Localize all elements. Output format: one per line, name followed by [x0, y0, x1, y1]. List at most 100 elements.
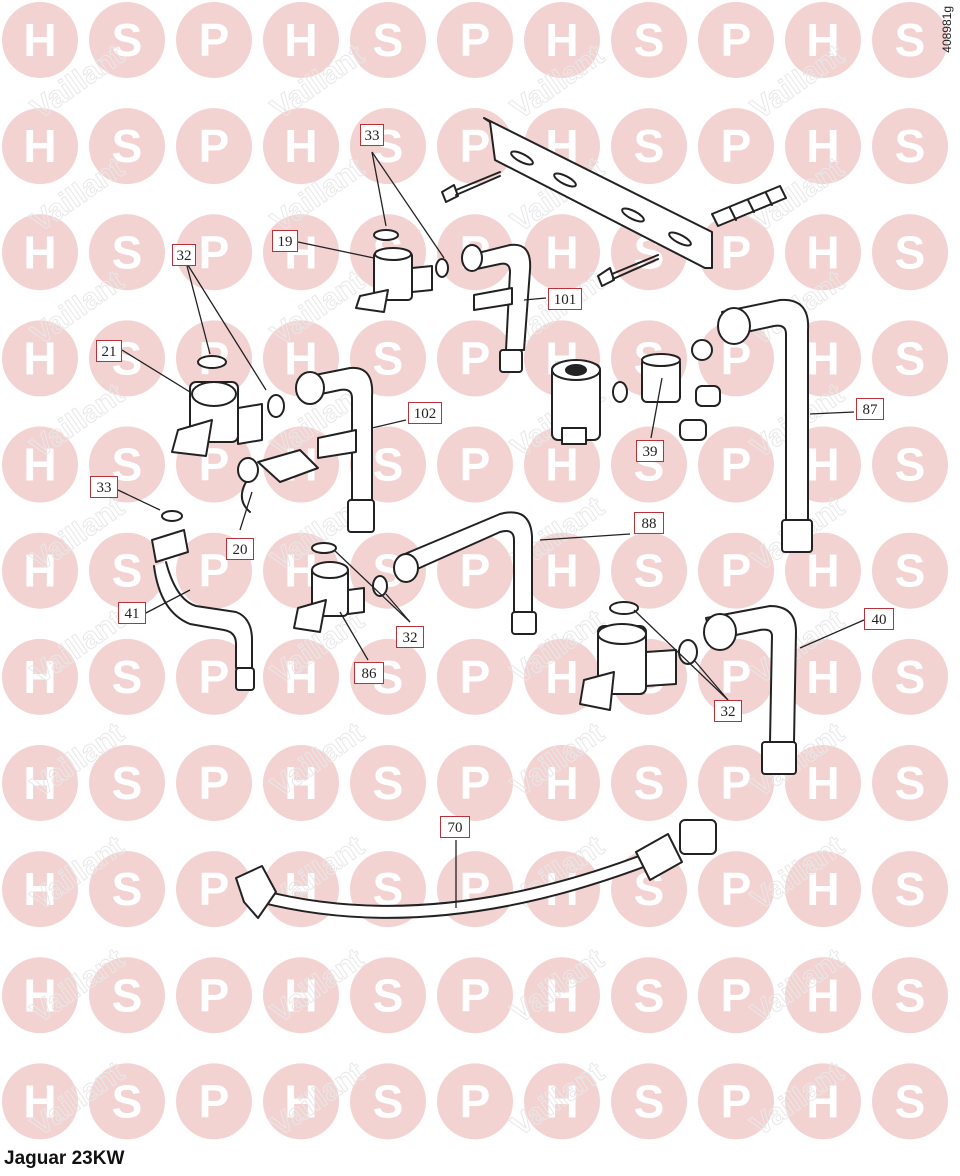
- watermark-letter: S: [112, 545, 143, 597]
- watermark-circle: [524, 532, 600, 609]
- callout-leader-lines: [117, 151, 865, 908]
- watermark-circle: [89, 532, 165, 609]
- watermark-letter: S: [634, 120, 665, 172]
- watermark-letter: H: [23, 439, 56, 491]
- watermark-letter: H: [806, 651, 839, 703]
- watermark-circle: [611, 744, 687, 821]
- watermark-circle: [437, 1063, 513, 1140]
- watermark-letter: S: [112, 969, 143, 1021]
- watermark-letter: H: [23, 226, 56, 278]
- watermark-circle: [872, 744, 948, 821]
- watermark-letter: H: [806, 226, 839, 278]
- watermark-letter: H: [545, 757, 578, 809]
- watermark-letter: H: [23, 14, 56, 66]
- watermark-letter: P: [721, 545, 752, 597]
- watermark-circle: [263, 2, 339, 78]
- callout-20[interactable]: 20: [226, 538, 254, 560]
- watermark-circle: [611, 108, 687, 185]
- callout-87[interactable]: 87: [856, 398, 884, 420]
- watermark-circle: [437, 320, 513, 397]
- watermark-letter: H: [23, 120, 56, 172]
- flexible-hose-70: [235, 819, 717, 919]
- watermark-letter: H: [806, 969, 839, 1021]
- watermark-letter: P: [460, 651, 491, 703]
- watermark-circle: [524, 426, 600, 503]
- callout-19[interactable]: 19: [272, 230, 298, 252]
- watermark-letter: P: [460, 1075, 491, 1127]
- watermark-circle: [2, 426, 78, 503]
- watermark-circle: [176, 2, 252, 78]
- watermark-letter: P: [199, 863, 230, 915]
- watermark-letter: P: [721, 651, 752, 703]
- watermark-circle: [437, 2, 513, 78]
- washer-33b: [161, 510, 183, 522]
- watermark-letter: S: [895, 757, 926, 809]
- washer-86-top: [311, 542, 337, 554]
- diagram-code-label: 408981g: [940, 6, 954, 53]
- watermark-circle: [89, 320, 165, 397]
- callout-33-left[interactable]: 33: [90, 476, 118, 498]
- watermark-letter: H: [545, 439, 578, 491]
- watermark-letter: S: [112, 14, 143, 66]
- watermark-circle: [698, 214, 774, 291]
- watermark-circle: [872, 214, 948, 291]
- watermark-letter: P: [460, 439, 491, 491]
- callout-70[interactable]: 70: [440, 816, 470, 838]
- watermark-letter: P: [721, 120, 752, 172]
- watermark-letter: P: [199, 651, 230, 703]
- watermark-letter: S: [112, 863, 143, 915]
- watermark-letter: H: [23, 757, 56, 809]
- watermark-letter: H: [23, 332, 56, 384]
- watermark-circle: [524, 2, 600, 78]
- watermark-letter: S: [373, 332, 404, 384]
- watermark-letter: P: [721, 863, 752, 915]
- caps-39: [679, 385, 721, 441]
- watermark-letter: H: [806, 332, 839, 384]
- washer-32a-side: [267, 394, 285, 418]
- pipe-41: [151, 529, 255, 691]
- watermark-circle: [2, 2, 78, 78]
- callout-39[interactable]: 39: [636, 440, 664, 462]
- watermark-letter: S: [895, 14, 926, 66]
- callout-86[interactable]: 86: [354, 662, 384, 684]
- fitting-39: [641, 353, 681, 403]
- callout-88[interactable]: 88: [634, 512, 664, 534]
- callout-40[interactable]: 40: [864, 608, 894, 630]
- watermark-letter: H: [284, 120, 317, 172]
- watermark-circle: [89, 2, 165, 78]
- watermark-circle: [176, 744, 252, 821]
- callout-102[interactable]: 102: [408, 402, 442, 424]
- watermark-circle: [263, 638, 339, 715]
- watermark-letter: P: [460, 332, 491, 384]
- callout-41[interactable]: 41: [118, 602, 146, 624]
- watermark-circle: [698, 532, 774, 609]
- watermark-letter: S: [895, 226, 926, 278]
- watermark-circle: [176, 214, 252, 291]
- callout-21[interactable]: 21: [96, 340, 122, 362]
- wall-plug: [711, 185, 787, 227]
- callout-33-top[interactable]: 33: [360, 124, 384, 146]
- watermark-circle: [89, 1063, 165, 1140]
- watermark-circle: [89, 744, 165, 821]
- watermark-circle: [785, 2, 861, 78]
- watermark-circle: [89, 214, 165, 291]
- watermark-circle: [698, 108, 774, 185]
- watermark-circle: [176, 957, 252, 1034]
- callout-32-right[interactable]: 32: [714, 700, 742, 722]
- callout-32-middle[interactable]: 32: [396, 626, 424, 648]
- watermark-letter: S: [895, 651, 926, 703]
- washer-32a-top: [197, 355, 227, 369]
- watermark-circle: [785, 744, 861, 821]
- callout-101[interactable]: 101: [548, 288, 582, 310]
- watermark-letter: H: [806, 757, 839, 809]
- watermark-circle: [2, 108, 78, 185]
- watermark-circle: [611, 957, 687, 1034]
- watermark-circle: [2, 957, 78, 1034]
- callout-32-upper-left[interactable]: 32: [172, 244, 196, 266]
- watermark-letter: S: [634, 1075, 665, 1127]
- watermark-circle: [2, 1063, 78, 1140]
- watermark-circle: [176, 108, 252, 185]
- watermark-letter: H: [284, 651, 317, 703]
- watermark-circle: [611, 426, 687, 503]
- watermark-letter: S: [895, 969, 926, 1021]
